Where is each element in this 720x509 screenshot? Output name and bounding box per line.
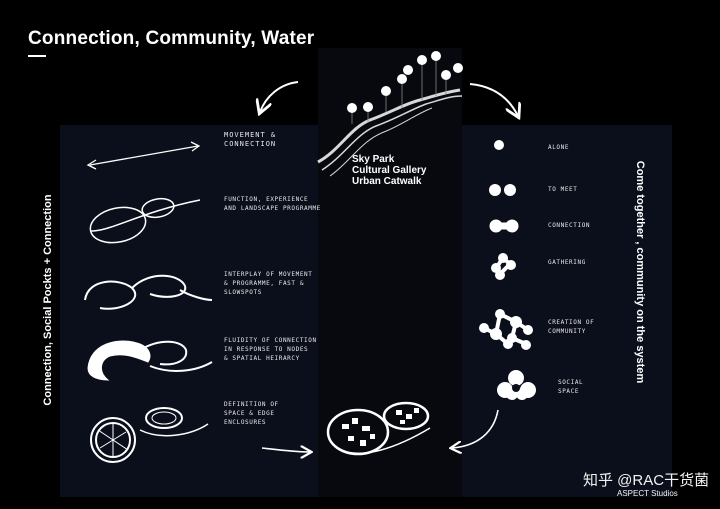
- arrow-bottom-right: [261, 448, 310, 452]
- sketch-two-rings: [89, 197, 201, 244]
- left-panel: [60, 125, 318, 497]
- label-urban-catwalk: Urban Catwalk: [352, 176, 422, 187]
- center-panel: [318, 48, 462, 497]
- note-function: Function, experience and landscape progr…: [224, 196, 321, 212]
- label-cultural-gallery: Cultural Gallery: [352, 165, 427, 176]
- sketch-double-arrow: [86, 141, 201, 170]
- page-title: Connection, Community, Water: [28, 28, 315, 49]
- dots-to-meet: [489, 184, 516, 196]
- sketch-fluidity: [87, 340, 213, 381]
- arrow-bottom-from-right: [452, 409, 499, 448]
- note-interplay: Interplay of movement & programme, fast …: [224, 271, 313, 296]
- note-alone: alone: [548, 144, 570, 151]
- note-gathering: gathering: [548, 259, 586, 266]
- note-definition: Definition of space & edge enclosures: [224, 401, 279, 426]
- center-skyway-sketch: [317, 51, 463, 177]
- note-to-meet: to meet: [548, 186, 578, 193]
- sketch-enclosures: [90, 407, 209, 463]
- sketch-community-rings: [326, 401, 431, 456]
- arrow-top-right: [469, 83, 518, 116]
- dots-social-space: [497, 370, 536, 400]
- dots-connection: [489, 219, 519, 233]
- watermark: 知乎 @RAC干货菌: [583, 472, 710, 489]
- note-movement: Movement & connection: [224, 131, 277, 148]
- note-social-space: social space: [558, 379, 584, 395]
- note-fluidity: Fluidity of connection in response to no…: [224, 337, 317, 362]
- credit-text: ASPECT Studios: [617, 489, 678, 498]
- note-community: creation of community: [548, 319, 595, 335]
- center-project-labels: Sky Park Cultural Gallery Urban Catwalk: [352, 154, 426, 187]
- title-underline: [28, 55, 46, 57]
- sketch-flowing-loops: [84, 274, 213, 310]
- note-connection: connection: [548, 222, 591, 229]
- dots-gathering: [491, 253, 516, 280]
- dots-community: [479, 309, 533, 350]
- label-sky-park: Sky Park: [352, 154, 395, 165]
- dots-alone: [494, 140, 504, 150]
- arrow-top-left: [260, 81, 299, 112]
